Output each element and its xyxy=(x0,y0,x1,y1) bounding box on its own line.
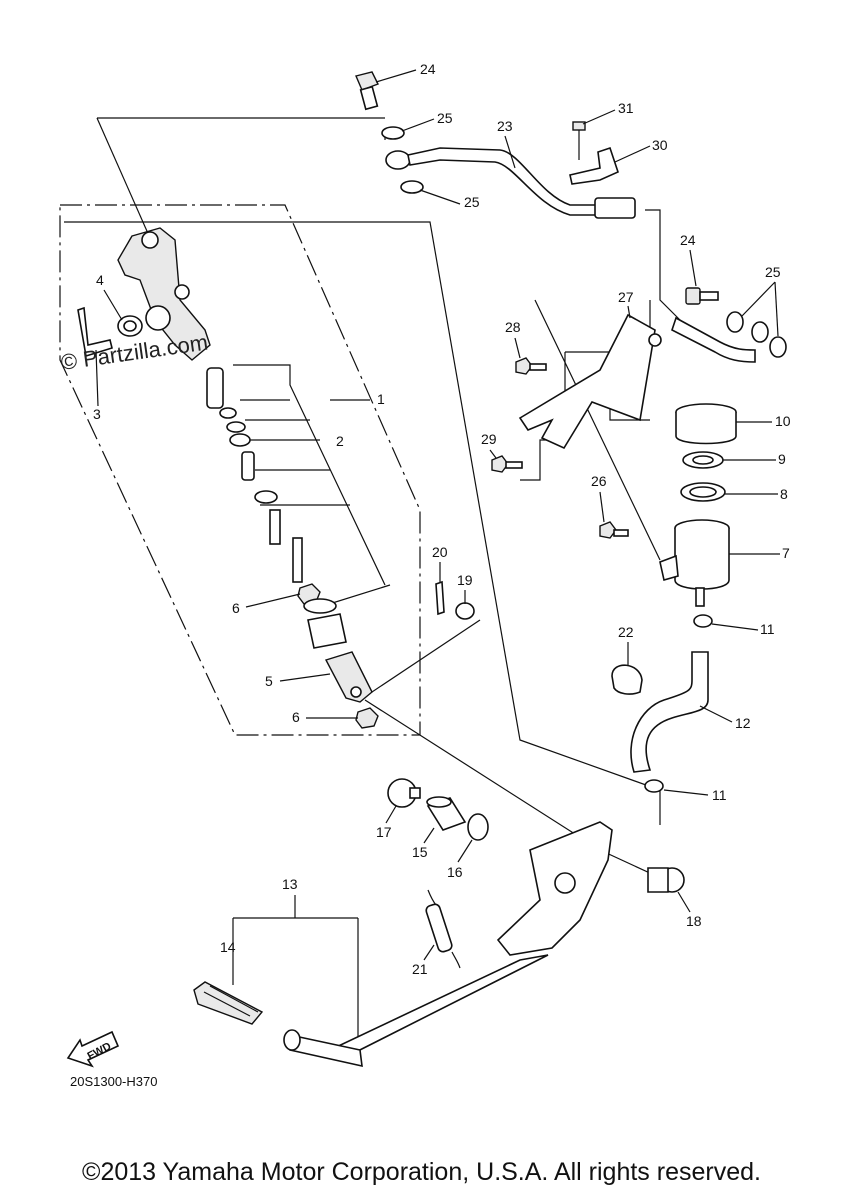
part-2-piston-kit[interactable] xyxy=(206,367,303,583)
callout-8: 8 xyxy=(780,486,788,502)
part-25-washer-lower[interactable] xyxy=(400,180,424,194)
callouts: 24 25 23 31 30 25 24 25 27 28 4 1 3 10 2… xyxy=(93,61,791,977)
part-29-bolt[interactable] xyxy=(491,455,523,473)
callout-3: 3 xyxy=(93,406,101,422)
part-16-o-ring[interactable] xyxy=(467,813,489,841)
part-18-pin[interactable] xyxy=(647,867,685,893)
part-7-reservoir-tank[interactable] xyxy=(659,519,730,607)
part-6-nut-lower[interactable] xyxy=(355,707,379,729)
retaining-ring xyxy=(303,598,337,614)
callout-30: 30 xyxy=(652,137,668,153)
part-20-cotter-pin[interactable] xyxy=(435,580,445,616)
part-15-bushing[interactable] xyxy=(426,796,467,831)
partzilla-watermark: © Partzilla.com xyxy=(59,330,209,375)
part-28-bolt[interactable] xyxy=(515,357,547,375)
callout-19: 19 xyxy=(457,572,473,588)
part-14-pedal-rubber[interactable] xyxy=(193,981,264,1025)
callout-10: 10 xyxy=(775,413,791,429)
part-9-diaphragm-plate[interactable] xyxy=(682,451,724,469)
callout-17: 17 xyxy=(376,824,392,840)
fwd-arrow-icon: FWD xyxy=(66,1030,120,1068)
part-25-washer-c[interactable] xyxy=(769,336,787,358)
part-31-screw[interactable] xyxy=(572,121,586,160)
callout-12: 12 xyxy=(735,715,751,731)
part-25-washer-a[interactable] xyxy=(726,311,744,333)
part-24-banjo-bolt-lower[interactable] xyxy=(685,287,719,305)
callout-4: 4 xyxy=(96,272,104,288)
callout-28: 28 xyxy=(505,319,521,335)
callout-24-top: 24 xyxy=(420,61,436,77)
callout-24-right: 24 xyxy=(680,232,696,248)
part-17-pivot-bolt[interactable] xyxy=(387,778,421,808)
part-13-brake-pedal[interactable] xyxy=(283,821,613,1068)
part-19-washer[interactable] xyxy=(455,602,475,620)
callout-23: 23 xyxy=(497,118,513,134)
callout-16: 16 xyxy=(447,864,463,880)
callout-9: 9 xyxy=(778,451,786,467)
callout-13: 13 xyxy=(282,876,298,892)
part-25-washer-b[interactable] xyxy=(751,321,769,343)
copyright-notice: ©2013 Yamaha Motor Corporation, U.S.A. A… xyxy=(82,1158,761,1186)
callout-25-right: 25 xyxy=(765,264,781,280)
part-11-clamp-upper[interactable] xyxy=(693,614,713,628)
callout-15: 15 xyxy=(412,844,428,860)
callout-20: 20 xyxy=(432,544,448,560)
part-25-washer-upper[interactable] xyxy=(381,126,405,140)
part-22-clip[interactable] xyxy=(611,664,643,695)
callout-6-upper: 6 xyxy=(232,600,240,616)
callout-27: 27 xyxy=(618,289,634,305)
callout-6-lower: 6 xyxy=(292,709,300,725)
master-cylinder-body[interactable] xyxy=(117,227,211,361)
callout-14: 14 xyxy=(220,939,236,955)
part-3-hose-pipe[interactable] xyxy=(77,306,113,358)
part-26-bolt[interactable] xyxy=(599,521,629,539)
callout-31: 31 xyxy=(618,100,634,116)
part-11-clamp-lower[interactable] xyxy=(644,779,664,793)
callout-5: 5 xyxy=(265,673,273,689)
diagram-code: 20S1300-H370 xyxy=(70,1074,157,1089)
callout-18: 18 xyxy=(686,913,702,929)
part-12-reservoir-hose[interactable] xyxy=(630,651,709,773)
part-10-reservoir-cap[interactable] xyxy=(675,403,737,445)
callout-2: 2 xyxy=(336,433,344,449)
part-8-diaphragm[interactable] xyxy=(680,482,726,502)
callout-leaders xyxy=(95,69,780,961)
part-4-joint[interactable] xyxy=(117,315,143,337)
callout-21: 21 xyxy=(412,961,428,977)
part-23-brake-hose[interactable] xyxy=(385,147,636,219)
callout-26: 26 xyxy=(591,473,607,489)
callout-29: 29 xyxy=(481,431,497,447)
callout-25-lower: 25 xyxy=(464,194,480,210)
callout-7: 7 xyxy=(782,545,790,561)
callout-1: 1 xyxy=(377,391,385,407)
leader-lines xyxy=(64,117,681,1050)
part-27-bracket[interactable] xyxy=(518,313,662,450)
callout-11-lower: 11 xyxy=(712,787,727,803)
boot xyxy=(307,613,347,649)
part-21-return-spring[interactable] xyxy=(425,889,461,969)
part-5-clevis[interactable] xyxy=(324,651,373,703)
callout-11-upper: 11 xyxy=(760,621,775,637)
part-24-banjo-bolt[interactable] xyxy=(355,71,379,111)
part-30-hose-clamp[interactable] xyxy=(569,146,619,185)
assembly-1-boundary xyxy=(59,204,421,736)
banjo-fitting xyxy=(671,316,756,363)
callout-25-upper: 25 xyxy=(437,110,453,126)
callout-22: 22 xyxy=(618,624,634,640)
